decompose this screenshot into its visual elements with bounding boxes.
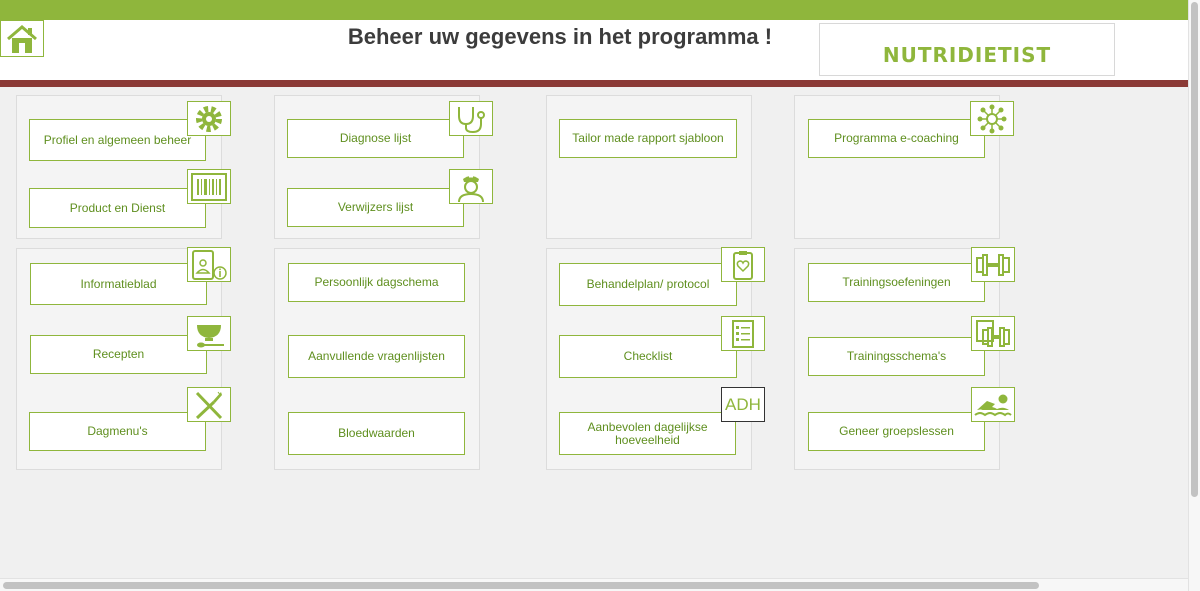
clipboard-heart-icon (721, 247, 765, 282)
header-divider (0, 80, 1188, 87)
logo-text: NUTRIDIETIST (882, 42, 1052, 67)
home-icon (7, 24, 37, 53)
dumbbell-icon (971, 247, 1015, 282)
bowl-spoon-icon (187, 316, 231, 351)
treatment-plan-button[interactable]: Behandelplan/ protocol (559, 263, 737, 306)
nurse-icon (449, 169, 493, 204)
training-schedules-button[interactable]: Trainingsschema's (808, 337, 985, 376)
fork-knife-icon (187, 387, 231, 422)
additional-questionnaires-button[interactable]: Aanvullende vragenlijsten (288, 335, 465, 378)
vertical-scrollbar-thumb[interactable] (1191, 2, 1198, 497)
generate-group-lessons-button[interactable]: Geneer groepslessen (808, 412, 985, 451)
barcode-icon (187, 169, 231, 204)
product-service-button[interactable]: Product en Dienst (29, 188, 206, 228)
info-sheet-icon (187, 247, 231, 282)
panel-report (546, 95, 752, 239)
adh-icon: ADH (721, 387, 765, 422)
logo: NUTRIDIETIST (819, 23, 1115, 76)
horizontal-scrollbar-thumb[interactable] (3, 582, 1039, 589)
recipes-button[interactable]: Recepten (30, 335, 207, 374)
training-schedule-icon (971, 316, 1015, 351)
swimmer-icon (971, 387, 1015, 422)
checklist-icon (721, 316, 765, 351)
page-title: Beheer uw gegevens in het programma ! (347, 24, 773, 49)
stethoscope-icon (449, 101, 493, 136)
top-accent-bar (0, 0, 1188, 20)
network-icon (970, 101, 1014, 136)
tailor-made-report-button[interactable]: Tailor made rapport sjabloon (559, 119, 737, 158)
information-sheet-button[interactable]: Informatieblad (30, 263, 207, 305)
training-exercises-button[interactable]: Trainingsoefeningen (808, 263, 985, 302)
home-button[interactable] (0, 20, 44, 57)
profile-management-button[interactable]: Profiel en algemeen beheer (29, 119, 206, 161)
recommended-daily-amount-button[interactable]: Aanbevolen dagelijkse hoeveelheid (559, 412, 736, 455)
referrers-list-button[interactable]: Verwijzers lijst (287, 188, 464, 227)
checklist-button[interactable]: Checklist (559, 335, 737, 378)
horizontal-scrollbar[interactable] (0, 578, 1188, 591)
ecoaching-program-button[interactable]: Programma e-coaching (808, 119, 985, 158)
personal-day-schedule-button[interactable]: Persoonlijk dagschema (288, 263, 465, 302)
vertical-scrollbar[interactable] (1188, 0, 1200, 591)
day-menus-button[interactable]: Dagmenu's (29, 412, 206, 451)
diagnosis-list-button[interactable]: Diagnose lijst (287, 119, 464, 158)
gear-icon (187, 101, 231, 136)
blood-values-button[interactable]: Bloedwaarden (288, 412, 465, 455)
adh-icon-text: ADH (725, 394, 761, 414)
